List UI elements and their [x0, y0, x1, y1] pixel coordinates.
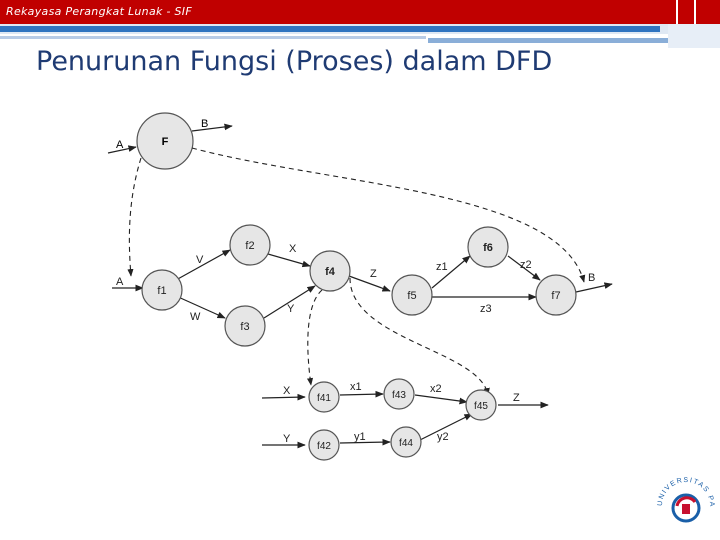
header-stripe [668, 24, 720, 48]
course-label: Rekayasa Perangkat Lunak - SIF [6, 5, 192, 18]
decomposition-links [127, 147, 586, 396]
flow-x [261, 393, 306, 401]
header-divider [676, 0, 678, 24]
flow-label: B [588, 272, 595, 284]
logo-shield [682, 504, 690, 514]
flow-label: B [201, 118, 208, 130]
flow-z1 [431, 255, 471, 289]
flow-label: Z [513, 392, 520, 404]
process-label: f4 [325, 266, 336, 278]
process-node [535, 274, 577, 316]
process-label: f45 [474, 401, 488, 412]
logo-text: UNIVERSITAS PASUNDAN [650, 462, 714, 508]
university-logo: UNIVERSITAS PASUNDAN [650, 462, 715, 523]
process-label: f1 [157, 285, 166, 297]
slide-title: Penurunan Fungsi (Proses) dalam DFD [36, 46, 553, 77]
decompose-link [349, 277, 490, 396]
flow-label: V [196, 254, 204, 266]
process-label: f41 [317, 393, 331, 404]
process-node [309, 250, 351, 292]
flow-y [263, 285, 316, 319]
decompose-link [127, 157, 142, 277]
process-label: f44 [399, 438, 413, 449]
flow-label: z2 [520, 259, 532, 271]
level1: A V W X Y Z z1 z2 z3 B f1 f2 f3 f4 f5 f6 [112, 224, 613, 347]
flow-label: Y [283, 433, 291, 445]
logo-arc [675, 496, 697, 507]
flow-a-context [107, 145, 137, 154]
header-stripe [0, 36, 426, 39]
level2: X Y x1 y1 x2 y2 Z f41 f42 f43 f44 f45 [261, 378, 549, 461]
svg-text:UNIVERSITAS PASUNDAN: UNIVERSITAS PASUNDAN [650, 462, 715, 508]
process-node [308, 429, 340, 461]
process-node [467, 226, 509, 268]
process-node [465, 389, 497, 421]
flow-label: z3 [480, 303, 492, 315]
flow-y1 [339, 438, 391, 446]
process-label: f3 [240, 321, 249, 333]
process-label: F [162, 136, 169, 148]
process-node [390, 426, 422, 458]
flow-label: A [116, 276, 124, 288]
decompose-link [191, 147, 586, 283]
flow-label: X [283, 385, 291, 397]
flow-y2 [419, 413, 473, 441]
flow-label: x1 [350, 381, 362, 393]
process-label: f43 [392, 390, 406, 401]
flow-label: y1 [354, 431, 366, 443]
flow-b [575, 282, 613, 293]
flow-label: X [289, 243, 297, 255]
flow-b-context [191, 123, 233, 132]
flow-label: z1 [436, 261, 448, 273]
process-node [136, 112, 194, 170]
header-divider [694, 0, 696, 24]
flow-x1 [339, 390, 384, 398]
flow-label: Z [370, 268, 377, 280]
flow-label: W [190, 311, 201, 323]
process-node [229, 224, 271, 266]
process-label: f42 [317, 441, 331, 452]
process-label: f5 [407, 290, 416, 302]
flow-label: A [116, 139, 124, 151]
flow-w [175, 295, 226, 319]
flow-v [175, 249, 231, 281]
decompose-link [306, 289, 323, 386]
flow-label: x2 [430, 383, 442, 395]
context-level: A B F [107, 112, 233, 170]
header-bar: Rekayasa Perangkat Lunak - SIF [0, 0, 720, 24]
process-node [383, 378, 415, 410]
flow-label: Y [287, 303, 295, 315]
process-label: f6 [483, 242, 493, 254]
process-label: f2 [245, 240, 254, 252]
header-stripe [428, 38, 668, 43]
header-stripe [0, 26, 660, 32]
flow-label: y2 [437, 431, 449, 443]
process-label: f7 [551, 290, 560, 302]
logo-ring [671, 493, 701, 523]
process-node [224, 305, 266, 347]
process-node [308, 381, 340, 413]
process-node [141, 269, 183, 311]
flow-x2 [414, 394, 468, 405]
flow-z [348, 275, 391, 292]
flow-x [267, 253, 311, 268]
flow-z2 [507, 255, 541, 281]
process-node [391, 274, 433, 316]
